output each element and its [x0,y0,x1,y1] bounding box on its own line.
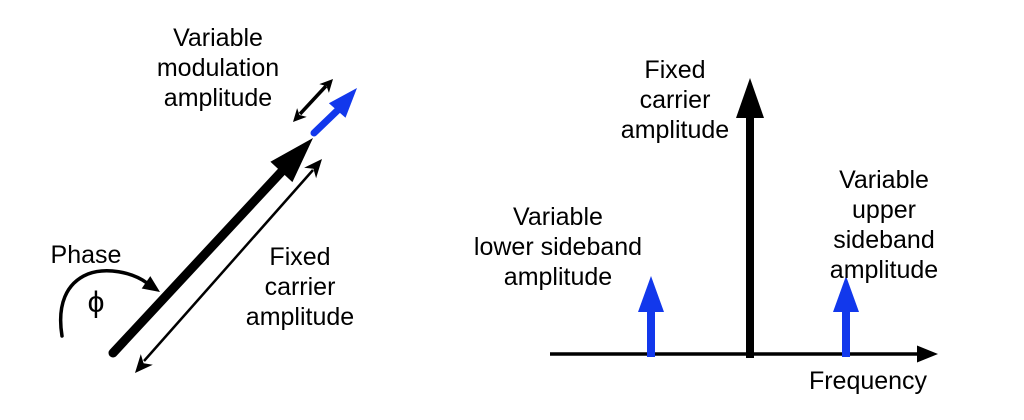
phase-label: Phase [50,241,122,269]
fixed-carrier-amplitude-label-spectrum: Fixed carrier amplitude [620,56,730,144]
carrier-spectral-line-arrow [736,78,764,358]
modulation-phasor-arrow [310,88,357,137]
phase-angle-arrow [58,269,160,338]
upper-sideband-arrow [833,276,859,357]
carrier-length-arrow [135,159,322,373]
phi-symbol: ϕ [87,286,105,319]
modulation-amplitude-label: Variable modulation amplitude [156,24,280,112]
carrier-phasor-arrow [108,138,313,358]
upper-sideband-label: Variable upper sideband amplitude [829,166,939,284]
frequency-axis-label: Frequency [808,367,928,395]
lower-sideband-arrow [638,276,664,357]
fixed-carrier-amplitude-label-phasor: Fixed carrier amplitude [245,243,355,331]
modulation-range-arrow [293,79,333,122]
lower-sideband-label: Variable lower sideband amplitude [473,203,643,291]
frequency-axis [550,345,938,363]
